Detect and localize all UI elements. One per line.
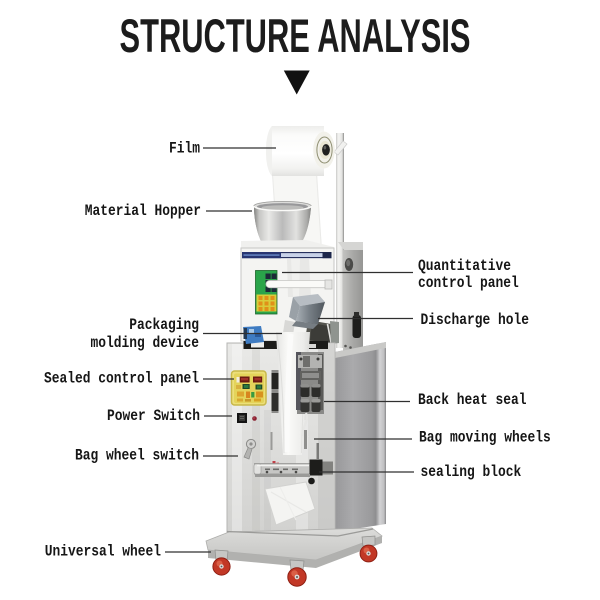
svg-text:sealing block: sealing block [421, 463, 522, 481]
svg-text:Film: Film [169, 140, 200, 158]
svg-text:Universal wheel: Universal wheel [45, 543, 161, 561]
svg-text:control panel: control panel [418, 274, 519, 292]
svg-text:Discharge hole: Discharge hole [421, 311, 530, 329]
svg-text:Bag moving wheels: Bag moving wheels [419, 429, 551, 447]
svg-text:Power Switch: Power Switch [107, 407, 200, 425]
svg-text:Sealed control panel: Sealed control panel [44, 370, 199, 388]
svg-text:Packaging: Packaging [129, 316, 199, 334]
svg-text:STRUCTURE ANALYSIS: STRUCTURE ANALYSIS [120, 9, 471, 62]
svg-text:molding device: molding device [91, 334, 200, 352]
svg-text:Material Hopper: Material Hopper [85, 202, 201, 220]
svg-text:Quantitative: Quantitative [418, 257, 511, 275]
svg-text:Bag wheel switch: Bag wheel switch [75, 447, 199, 465]
svg-text:Back heat seal: Back heat seal [418, 391, 527, 409]
